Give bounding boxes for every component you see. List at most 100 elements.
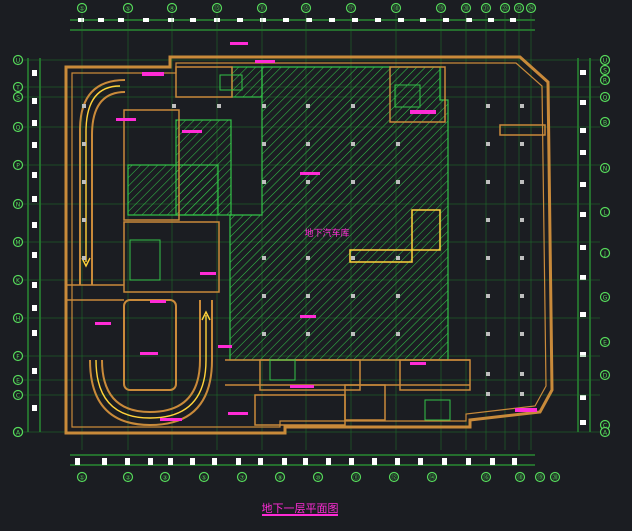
bottom-axis-2-label: ③ [162,474,167,481]
right-dimension-chain [577,58,591,432]
right-axis-5-label: N [603,165,608,172]
bottom-axis-9-label: ⑭ [429,473,435,481]
bottom-axis-0-bubble [76,471,88,483]
left-axis-13-label: A [16,429,21,436]
interior-walls [66,66,546,426]
bottom-axis-3-label: ⑤ [201,474,206,481]
left-axis-2-label: S [16,94,20,101]
left-axis-4-bubble [12,159,24,171]
left-axis-8-label: H [16,315,21,322]
right-axis-2-label: R [603,77,607,84]
right-axis-6-bubble [599,206,611,218]
left-axis-7-label: K [16,277,21,284]
right-axis-11-label: C [603,422,607,429]
left-axis-8-bubble [12,312,24,324]
top-axis-9-bubble [460,2,472,14]
left-axis-3-label: Q [16,124,21,131]
core-zone-label: 地下汽车库 [304,227,349,239]
top-axis-7-bubble [390,2,402,14]
right-axis-6-label: L [603,209,607,216]
bottom-axis-11-label: ⑱ [517,473,523,481]
left-axis-5-bubble [12,198,24,210]
left-axis-6-bubble [12,236,24,248]
right-axis-9-label: E [603,339,607,346]
bottom-axis-5-label: ⑨ [277,474,282,481]
right-axis-12-label: A [603,429,608,436]
bottom-axis-7-bubble [350,471,362,483]
left-axis-9-label: F [16,353,20,360]
top-axis-0-bubble [76,2,88,14]
structural-columns [82,104,524,396]
top-axis-3-bubble [211,2,223,14]
top-axis-13-label: ㉔ [528,4,534,12]
left-axis-5-label: N [16,201,21,208]
left-axis-3-bubble [12,121,24,133]
bottom-axis-8-label: ⑫ [391,473,397,481]
stair-fixtures [129,74,451,421]
top-axis-6-label: ⑰ [348,4,354,12]
top-axis-12-label: ㉓ [516,4,522,12]
left-axis-6-label: M [15,239,20,246]
left-axis-1-label: T [15,84,20,91]
right-axis-2-bubble [599,74,611,86]
top-axis-10-label: ㉑ [483,4,489,12]
top-axis-11-bubble [499,2,511,14]
bottom-axis-13-label: ⑳ [552,473,558,481]
right-axis-0-bubble [599,54,611,66]
bottom-axis-2-bubble [159,471,171,483]
top-axis-8-bubble [435,2,447,14]
left-axis-13-bubble [12,426,24,438]
right-axis-0-label: U [603,57,607,64]
top-dimension-chain [70,18,535,31]
bottom-axis-4-label: ⑦ [239,474,245,481]
vehicle-ramp [79,79,213,427]
annotation-tags [95,42,537,421]
bottom-axis-11-bubble [514,471,526,483]
ramp-guide-arrows [81,85,211,419]
drawing-title-text: 地下一层平面图 [261,502,339,515]
top-axis-7-label: ⑱ [393,4,399,12]
building-outline-inner [71,62,547,428]
bottom-axis-3-bubble [198,471,210,483]
top-axis-6-bubble [345,2,357,14]
bottom-axis-1-bubble [122,471,134,483]
left-axis-9-bubble [12,350,24,362]
hatched-zones [127,66,449,361]
right-axis-7-bubble [599,247,611,259]
left-axis-2-bubble [12,91,24,103]
top-axis-10-bubble [480,2,492,14]
right-axis-3-label: Q [603,94,608,101]
right-axis-3-bubble [599,91,611,103]
drawing-title: 地下一层平面图 [240,498,360,518]
top-axis-11-label: ㉒ [502,4,508,12]
bottom-axis-1-label: ② [125,474,131,481]
left-axis-0-bubble [12,54,24,66]
right-axis-4-bubble [599,116,611,128]
bottom-axis-13-bubble [549,471,561,483]
right-axis-10-bubble [599,369,611,381]
bottom-axis-5-bubble [274,471,286,483]
bottom-axis-9-bubble [426,471,438,483]
right-axis-8-bubble [599,291,611,303]
top-axis-3-label: ⑬ [214,4,220,12]
right-axis-10-label: D [603,372,608,379]
left-axis-1-bubble [12,81,24,93]
left-axis-11-bubble [12,389,24,401]
bottom-axis-0-label: ① [79,474,84,481]
bottom-axis-6-bubble [312,471,324,483]
top-axis-5-bubble [300,2,312,14]
top-axis-9-label: ⑳ [463,4,469,12]
left-dimension-chain [27,58,41,432]
bottom-axis-8-bubble [388,471,400,483]
right-axis-5-bubble [599,162,611,174]
left-axis-11-label: C [16,392,20,399]
drawing-title-underline [262,514,338,516]
right-axis-9-bubble [599,336,611,348]
bottom-axis-12-label: ⑲ [537,473,543,481]
left-axis-10-bubble [12,374,24,386]
top-axis-2-label: ④ [169,5,174,12]
bottom-axis-6-label: ⑩ [315,474,320,481]
right-axis-8-label: G [603,294,608,301]
top-axis-4-label: ⑪ [259,4,265,12]
